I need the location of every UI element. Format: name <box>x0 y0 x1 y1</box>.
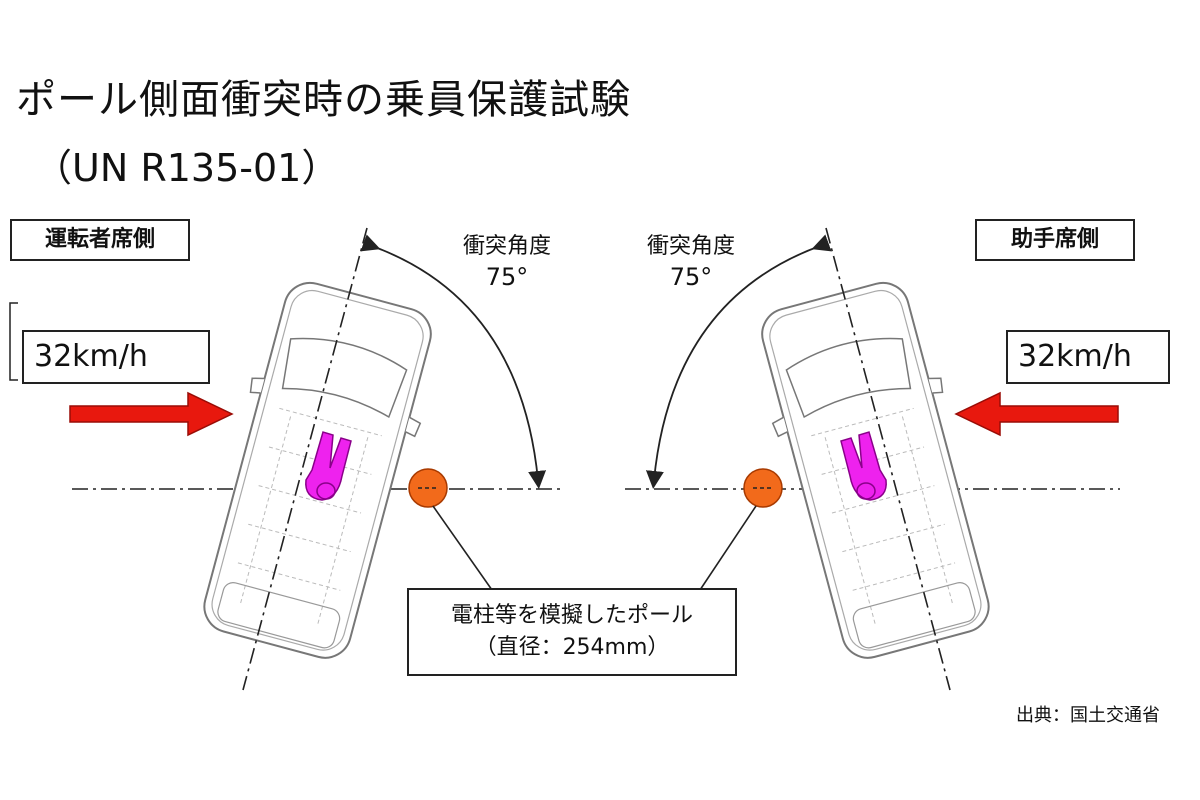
passenger-side-label: 助手席側 <box>975 219 1135 261</box>
left-angle-arc <box>360 234 547 489</box>
passenger-side-impact-arrow <box>954 391 1119 437</box>
pole-leader-line-left <box>432 505 493 591</box>
pole-description-box: 電柱等を模擬したポール （直径：254mm） <box>407 588 737 676</box>
passenger-side-pole <box>743 468 783 508</box>
pole-description-line1: 電柱等を模擬したポール <box>450 603 693 628</box>
passenger-side-speed-box: 32km/h <box>1006 330 1170 384</box>
page-subtitle: （UN R135-01） <box>34 146 340 190</box>
page-title: ポール側面衝突時の乗員保護試験 <box>16 77 631 123</box>
right-angle-arc <box>645 234 832 489</box>
driver-side-angle-caption: 衝突角度 <box>462 234 551 259</box>
driver-side-car-axis <box>242 227 368 691</box>
driver-side-occupant <box>305 431 352 501</box>
driver-side-angle-label: 衝突角度 75° <box>442 232 572 292</box>
pole-description-line2: （直径：254mm） <box>474 635 670 660</box>
driver-side-speed-box: 32km/h <box>22 330 210 384</box>
driver-side-impact-arrow <box>69 391 234 437</box>
source-credit: 出典：国土交通省 <box>1016 705 1160 726</box>
passenger-side-occupant <box>840 431 887 501</box>
passenger-side-angle-caption: 衝突角度 <box>646 234 735 259</box>
passenger-side-angle-value: 75° <box>669 263 713 291</box>
pole-leader-line-right <box>699 505 757 591</box>
passenger-side-car-axis <box>825 227 951 691</box>
left-edge-bracket <box>9 302 18 381</box>
driver-side-label: 運転者席側 <box>10 219 190 261</box>
passenger-side-angle-label: 衝突角度 75° <box>626 232 756 292</box>
driver-side-angle-value: 75° <box>485 263 529 291</box>
driver-side-pole <box>408 468 448 508</box>
